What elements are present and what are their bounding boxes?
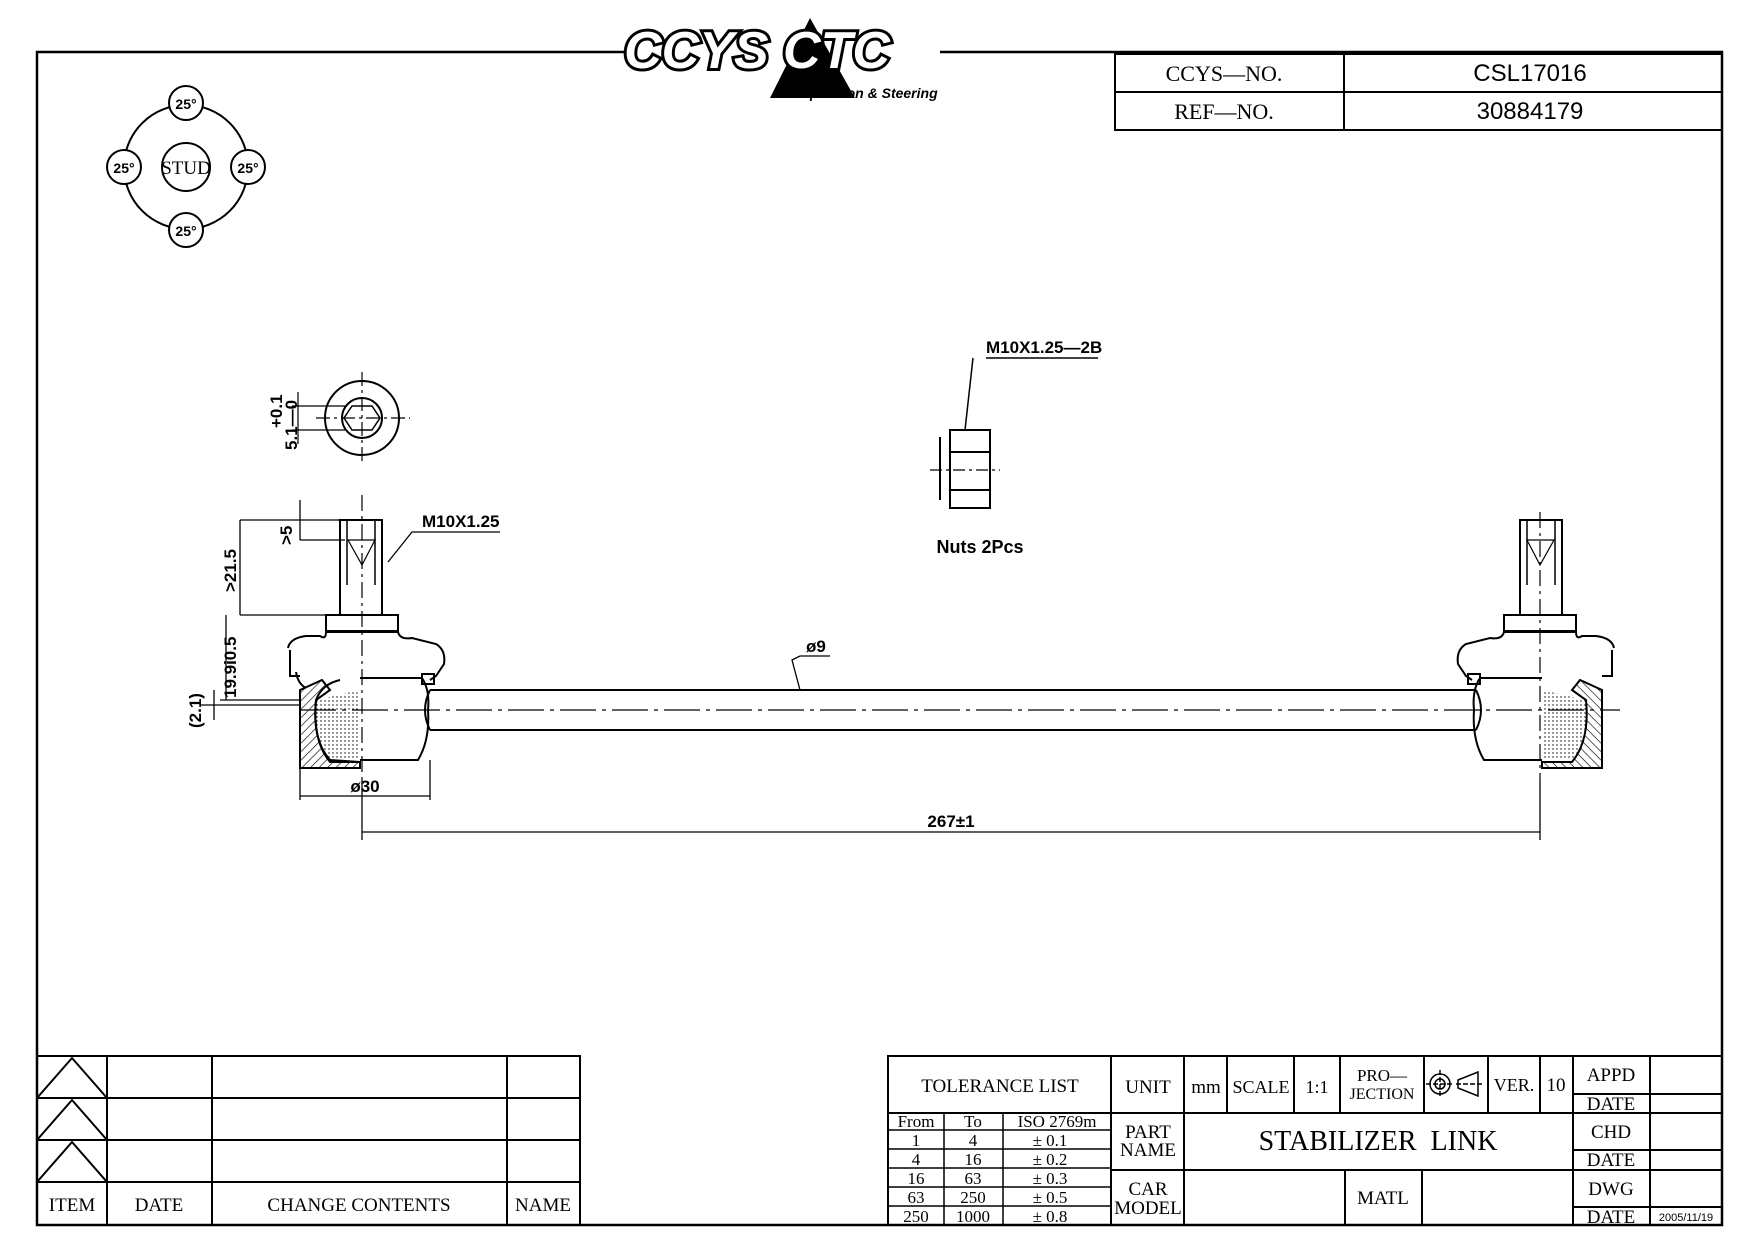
stud-angle-left: 25° <box>113 160 134 176</box>
collar-height-label: 19.9i0.5 <box>221 637 240 698</box>
header-table <box>1114 53 1723 131</box>
appd-date-label: DATE <box>1587 1094 1636 1115</box>
rev-date-header: DATE <box>135 1195 184 1216</box>
thread-depth-label: >5 <box>277 526 296 545</box>
dwg-label: DWG <box>1588 1179 1634 1200</box>
part-name-label-line2: NAME <box>1120 1140 1176 1161</box>
tol-row-5-to: 1000 <box>956 1207 990 1226</box>
revision-block <box>36 1055 581 1226</box>
rev-item-header: ITEM <box>49 1195 96 1216</box>
stud-angle-bottom: 25° <box>175 223 196 239</box>
matl-label: MATL <box>1357 1188 1409 1209</box>
stud-length-label: >21.5 <box>221 549 240 592</box>
logo-tagline: Suspension & Steering <box>784 85 938 101</box>
part-name-value: STABILIZER LINK <box>1259 1126 1498 1157</box>
stabilizer-link-drawing <box>200 495 1620 840</box>
ver-value: 10 <box>1547 1075 1566 1096</box>
part-name-label-line1: PART <box>1125 1122 1171 1143</box>
tol-row-2-from: 4 <box>912 1150 921 1169</box>
unit-value: mm <box>1191 1077 1221 1098</box>
dwg-date-value: 2005/11/19 <box>1659 1212 1713 1224</box>
unit-label: UNIT <box>1125 1077 1171 1098</box>
projection-symbol-icon <box>1426 1070 1484 1098</box>
dwg-date-label: DATE <box>1587 1207 1636 1228</box>
ver-label: VER. <box>1494 1075 1535 1095</box>
ccys-no-value: CSL17016 <box>1473 60 1586 87</box>
hex-tolerance-plus: +0.1 <box>267 394 286 428</box>
tol-header-to: To <box>964 1112 982 1131</box>
nut-detail <box>930 357 1098 509</box>
offset-label: (2.1) <box>186 693 205 728</box>
overall-length-label: 267±1 <box>927 812 974 831</box>
tol-row-1-to: 4 <box>969 1131 978 1150</box>
rev-name-header: NAME <box>515 1195 571 1216</box>
right-ball-joint <box>1456 512 1615 780</box>
stud-thread-label: M10X1.25 <box>422 512 500 531</box>
car-model-label-line2: MODEL <box>1114 1198 1182 1219</box>
chd-label: CHD <box>1591 1122 1631 1143</box>
ccys-no-label: CCYS—NO. <box>1166 61 1283 86</box>
tolerance-list-title: TOLERANCE LIST <box>921 1076 1079 1097</box>
tol-row-4-to: 250 <box>960 1188 986 1207</box>
housing-diameter-label: ø30 <box>350 777 379 796</box>
tol-row-1-value: ± 0.1 <box>1033 1131 1068 1150</box>
tol-row-3-to: 63 <box>965 1169 982 1188</box>
tol-header-from: From <box>898 1112 935 1131</box>
dimension-lines <box>200 500 1541 840</box>
logo-brand: CCYS CTC <box>624 22 891 80</box>
scale-value: 1:1 <box>1305 1077 1328 1097</box>
rod-diameter-label: ø9 <box>806 637 826 656</box>
stud-angle-diagram <box>106 85 266 248</box>
logo-triangle <box>770 18 855 98</box>
stud-angle-right: 25° <box>237 160 258 176</box>
tol-row-5-from: 250 <box>903 1207 929 1226</box>
left-ball-joint <box>287 495 446 780</box>
car-model-label-line1: CAR <box>1128 1179 1167 1200</box>
border-frame <box>35 50 1724 1227</box>
chd-date-label: DATE <box>1587 1150 1636 1171</box>
projection-label-line1: PRO— <box>1357 1066 1408 1085</box>
rev-change-header: CHANGE CONTENTS <box>267 1195 450 1216</box>
tol-row-4-from: 63 <box>908 1188 925 1207</box>
nuts-note: Nuts 2Pcs <box>936 537 1023 557</box>
ref-no-label: REF—NO. <box>1174 99 1274 124</box>
tol-row-5-value: ± 0.8 <box>1033 1207 1068 1226</box>
stud-label: STUD <box>161 158 211 179</box>
tol-row-3-value: ± 0.3 <box>1033 1169 1068 1188</box>
hex-size: 5.1—0 <box>282 400 301 450</box>
hex-socket-view <box>292 372 410 464</box>
tol-row-1-from: 1 <box>912 1131 921 1150</box>
tol-header-iso: ISO 2769m <box>1018 1112 1097 1131</box>
tol-row-2-value: ± 0.2 <box>1033 1150 1068 1169</box>
title-block <box>887 1055 1723 1226</box>
stud-angle-top: 25° <box>175 96 196 112</box>
projection-label-line2: JECTION <box>1350 1086 1415 1103</box>
scale-label: SCALE <box>1232 1077 1289 1097</box>
tol-row-4-value: ± 0.5 <box>1033 1188 1068 1207</box>
tol-row-2-to: 16 <box>965 1150 982 1169</box>
ref-no-value: 30884179 <box>1477 98 1584 125</box>
nut-thread-label: M10X1.25—2B <box>986 338 1102 357</box>
tol-row-3-from: 16 <box>908 1169 925 1188</box>
company-logo: CCYS CTC Suspension & Steering <box>621 18 938 101</box>
appd-label: APPD <box>1587 1065 1636 1086</box>
